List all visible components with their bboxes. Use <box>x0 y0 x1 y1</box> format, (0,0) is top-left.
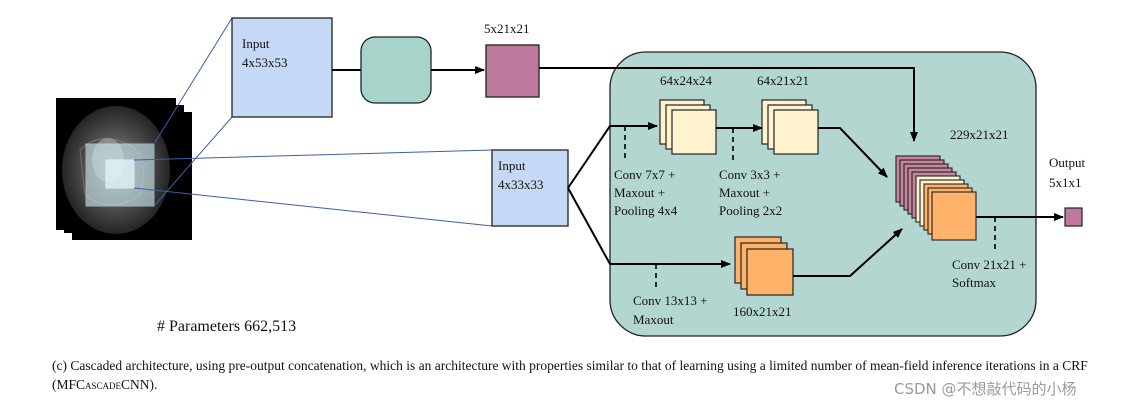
first-cnn-output-size: 5x21x21 <box>484 21 530 36</box>
local-layer1-size: 64x24x24 <box>660 73 713 88</box>
local-layer2-op-line1: Conv 3x3 + <box>719 167 781 182</box>
input-53-label-line2: 4x53x53 <box>242 55 288 70</box>
local-layer2-size: 64x21x21 <box>757 73 809 88</box>
local-layer2-op-line3: Pooling 2x2 <box>719 203 782 218</box>
output-label-line2: 5x1x1 <box>1049 175 1082 190</box>
output-map <box>1064 207 1083 227</box>
global-path-maps <box>734 236 794 296</box>
parameter-count: # Parameters 662,513 <box>157 318 297 335</box>
global-op-line1: Conv 13x13 + <box>633 293 708 308</box>
input-33-label-line1: Input <box>498 158 526 173</box>
first-cnn-output-map <box>485 44 540 98</box>
concat-size: 229x21x21 <box>950 127 1009 142</box>
local-layer1-maps <box>659 99 717 155</box>
local-layer1-op-line2: Maxout + <box>614 185 665 200</box>
caption-text-before: (c) Cascaded architecture, using pre-out… <box>52 358 1088 392</box>
first-cnn-block <box>360 36 432 104</box>
final-op-line2: Softmax <box>952 275 997 290</box>
local-layer1-op-line1: Conv 7x7 + <box>614 167 676 182</box>
input-33-label-line2: 4x33x33 <box>498 177 544 192</box>
concat-maps <box>895 155 977 241</box>
local-layer2-op-line2: Maxout + <box>719 185 770 200</box>
input-53-label-line1: Input <box>242 36 270 51</box>
global-output-size: 160x21x21 <box>733 304 792 319</box>
final-op-line1: Conv 21x21 + <box>952 257 1027 272</box>
mri-slice-stack <box>56 98 192 240</box>
caption-text-after: CNN). <box>121 377 158 392</box>
caption-small-caps: ascade <box>85 377 122 392</box>
watermark: CSDN @不想敲代码的小杨 <box>894 380 1077 398</box>
local-layer1-op-line3: Pooling 4x4 <box>614 203 678 218</box>
patch-projection-lines <box>133 17 493 227</box>
local-layer2-maps <box>761 99 819 155</box>
input-53-box <box>231 17 333 118</box>
figure-caption: (c) Cascaded architecture, using pre-out… <box>52 356 1124 394</box>
global-op-line2: Maxout <box>633 312 674 327</box>
output-label-line1: Output <box>1049 155 1086 170</box>
